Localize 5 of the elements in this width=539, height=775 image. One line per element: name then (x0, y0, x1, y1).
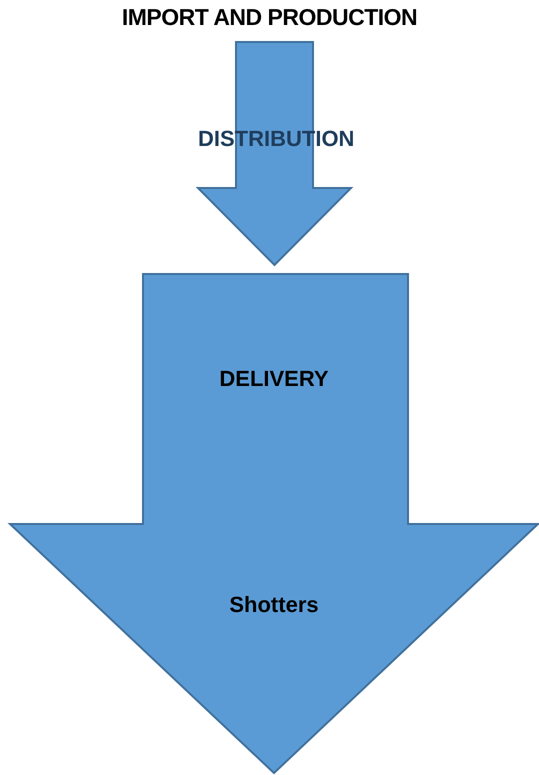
arrow-label: Shotters (229, 592, 319, 618)
block-arrow (198, 42, 351, 265)
block-arrow (10, 274, 538, 773)
arrow-label: DELIVERY (219, 366, 329, 392)
title: IMPORT AND PRODUCTION (122, 4, 418, 31)
